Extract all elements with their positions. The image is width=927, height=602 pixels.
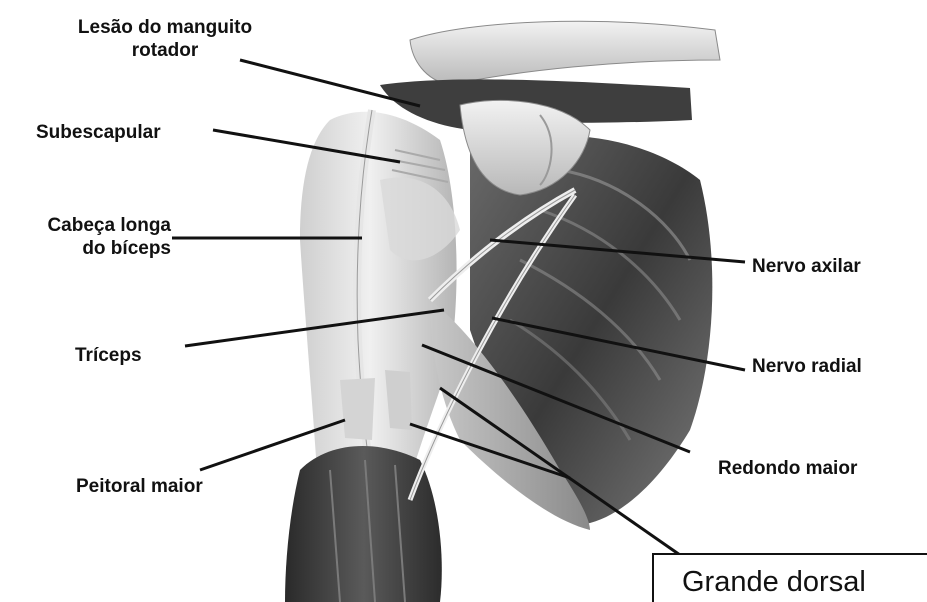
label-biceps-line1: Cabeça longa bbox=[10, 214, 171, 237]
label-biceps-long-head: Cabeça longa do bíceps bbox=[10, 214, 171, 260]
latissimus-callout-box: Grande dorsal bbox=[652, 553, 927, 602]
label-subscapularis: Subescapular bbox=[36, 121, 161, 144]
label-teres-major: Redondo maior bbox=[718, 457, 857, 480]
label-biceps-line2: do bíceps bbox=[10, 237, 171, 260]
leader-rotator-cuff bbox=[240, 60, 420, 106]
label-rotator-cuff-line1: Lesão do manguito bbox=[62, 16, 268, 39]
label-pectoralis-major: Peitoral maior bbox=[76, 475, 203, 498]
label-radial-nerve: Nervo radial bbox=[752, 355, 862, 378]
label-latissimus-dorsi: Grande dorsal bbox=[682, 565, 866, 599]
label-rotator-cuff-line2: rotador bbox=[62, 39, 268, 62]
label-rotator-cuff: Lesão do manguito rotador bbox=[62, 16, 268, 62]
label-axillary-nerve: Nervo axilar bbox=[752, 255, 861, 278]
forearm-muscles bbox=[285, 446, 442, 602]
label-triceps: Tríceps bbox=[75, 344, 142, 367]
